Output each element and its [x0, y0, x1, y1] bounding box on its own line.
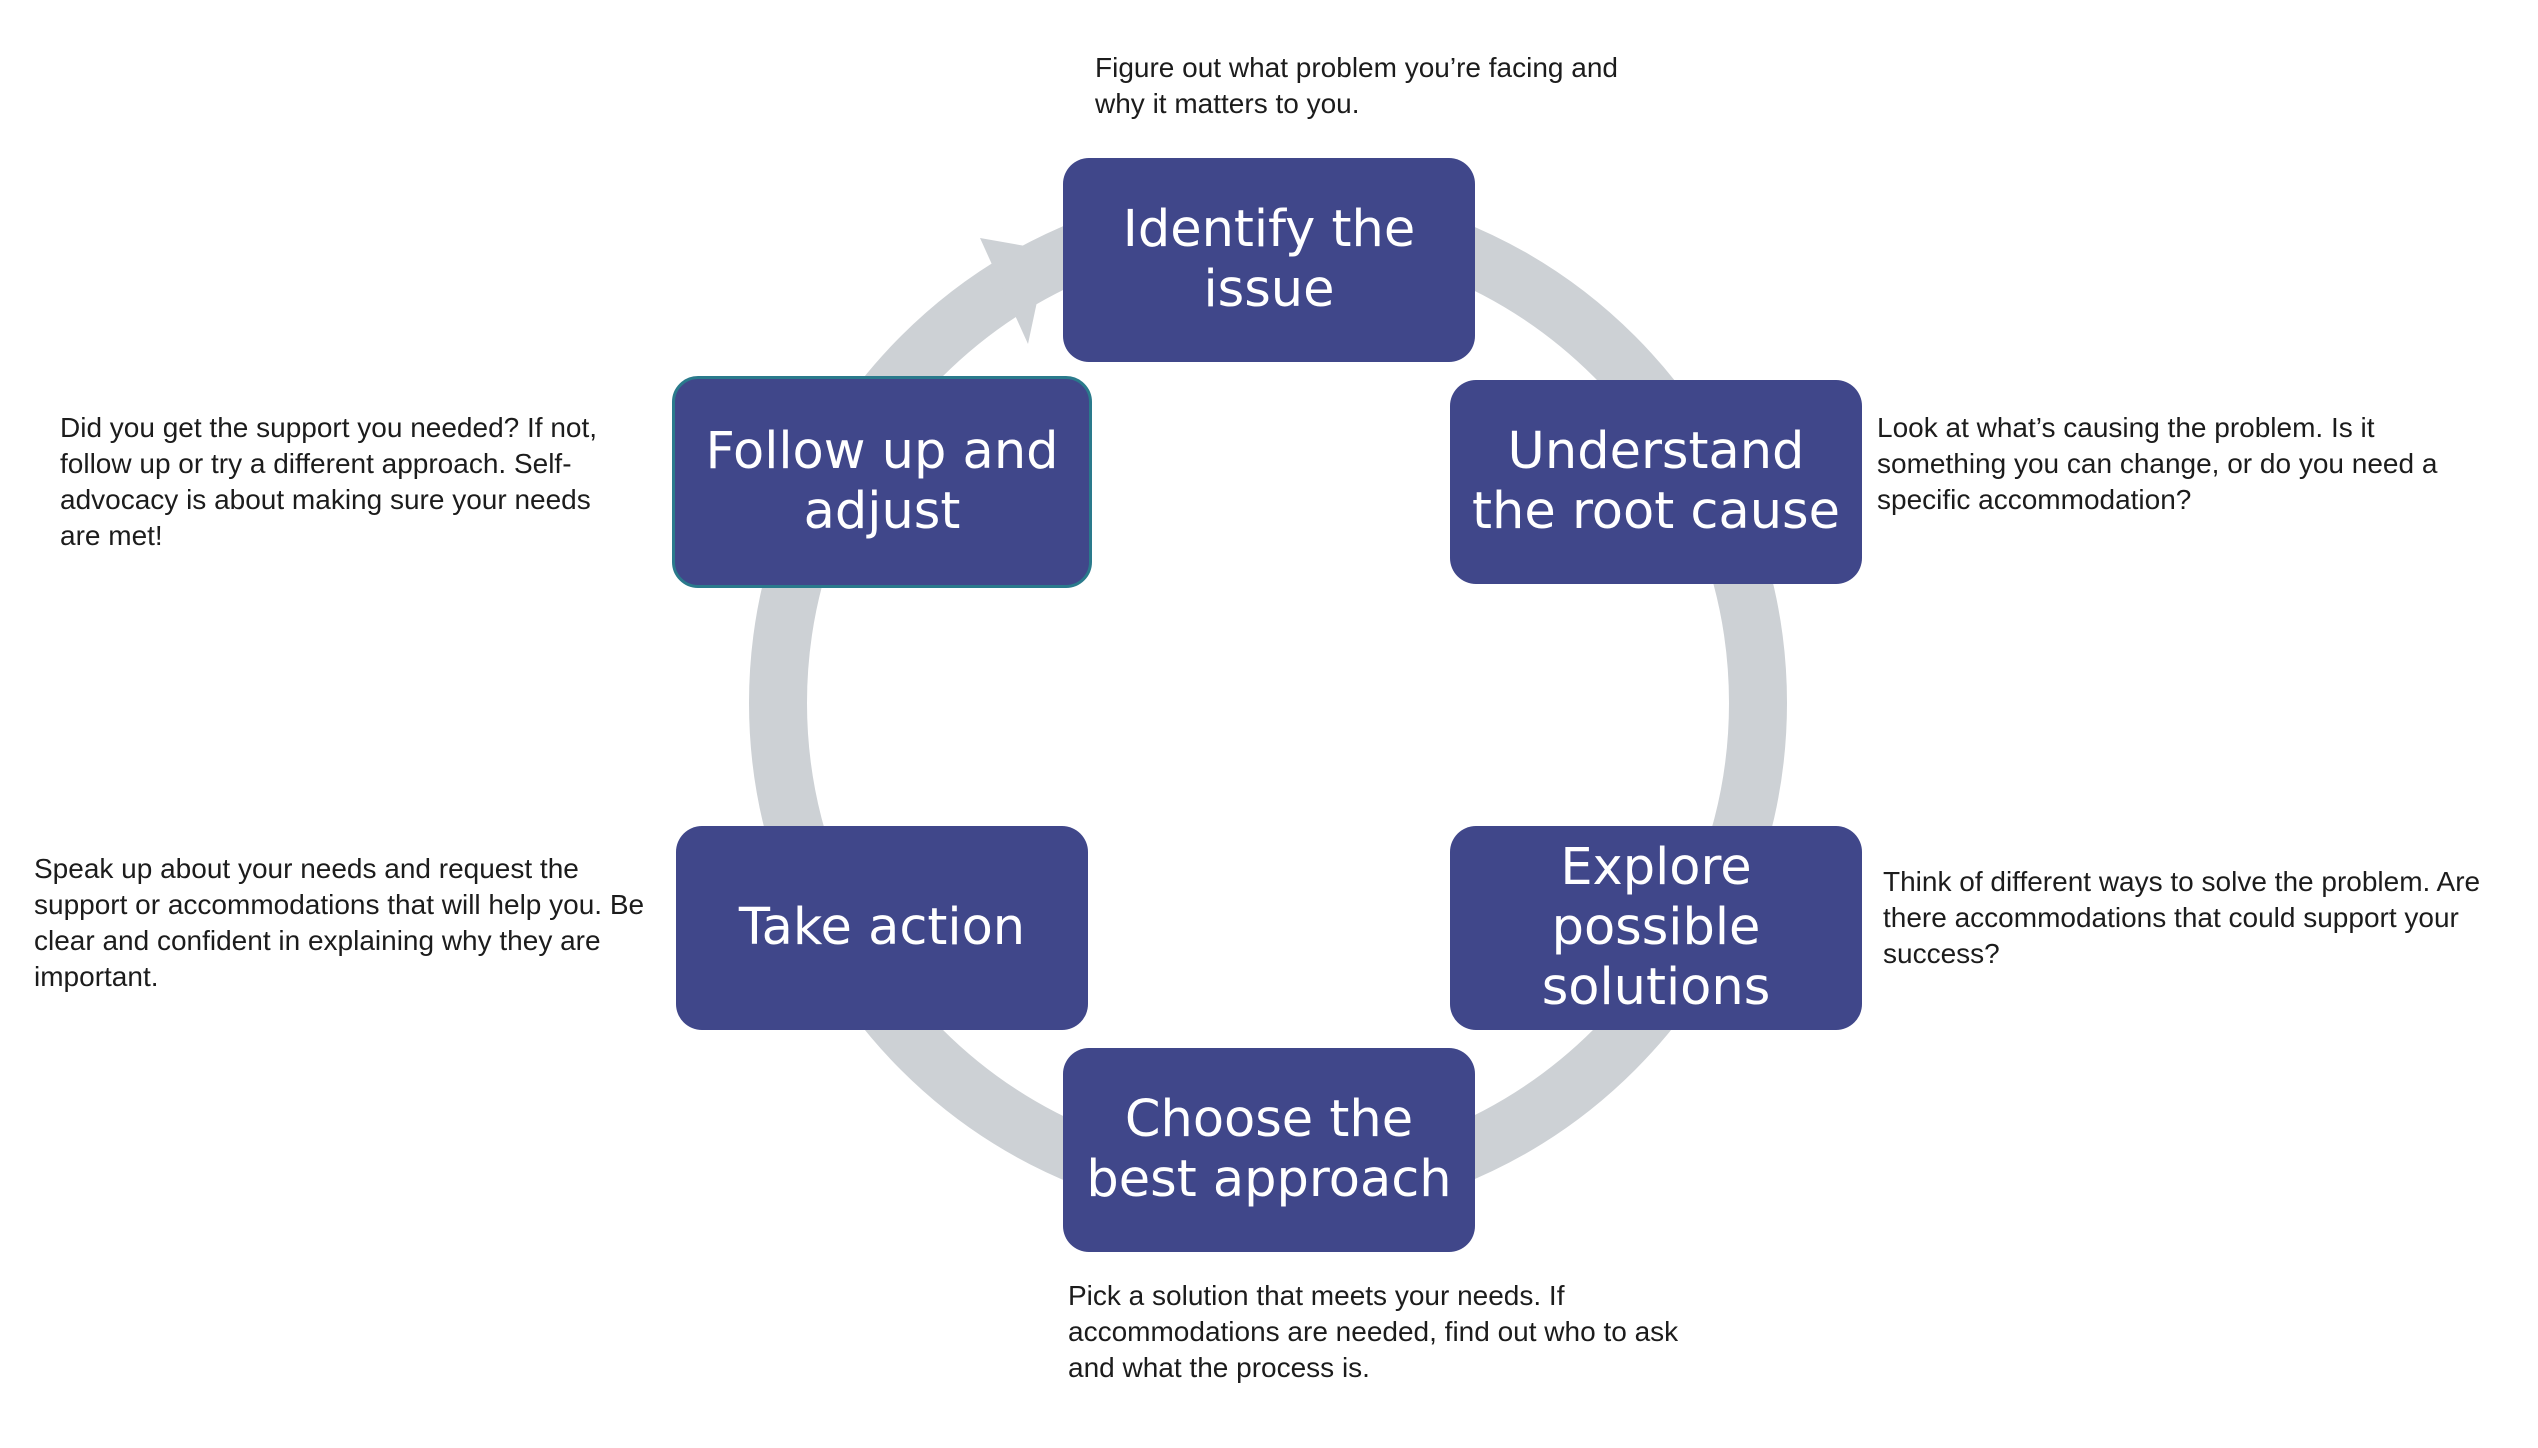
- step-label: Choose the best approach: [1086, 1090, 1452, 1209]
- step-take-action: Take action: [676, 826, 1088, 1030]
- step-label: Take action: [738, 898, 1026, 957]
- description-explore: Think of different ways to solve the pro…: [1883, 866, 2481, 969]
- description-follow-up: Did you get the support you needed? If n…: [60, 412, 598, 551]
- step-label: Understand the root cause: [1472, 422, 1840, 541]
- step-label: Explore possible solutions: [1541, 838, 1771, 1017]
- step-follow-up-and-adjust: Follow up and adjust: [672, 376, 1092, 588]
- step-understand-root-cause: Understand the root cause: [1450, 380, 1862, 584]
- step-choose-best-approach: Choose the best approach: [1063, 1048, 1475, 1252]
- description-take-action: Speak up about your needs and request th…: [34, 853, 645, 992]
- step-label: Follow up and adjust: [705, 422, 1059, 541]
- description-choose: Pick a solution that meets your needs. I…: [1068, 1280, 1679, 1383]
- step-explore-solutions: Explore possible solutions: [1450, 826, 1862, 1030]
- step-identify-the-issue: Identify the issue: [1063, 158, 1475, 362]
- description-root-cause: Look at what’s causing the problem. Is i…: [1877, 412, 2438, 515]
- description-identify: Figure out what problem you’re facing an…: [1095, 52, 1618, 119]
- cycle-arrowhead-icon: [980, 238, 1048, 344]
- step-label: Identify the issue: [1122, 200, 1416, 319]
